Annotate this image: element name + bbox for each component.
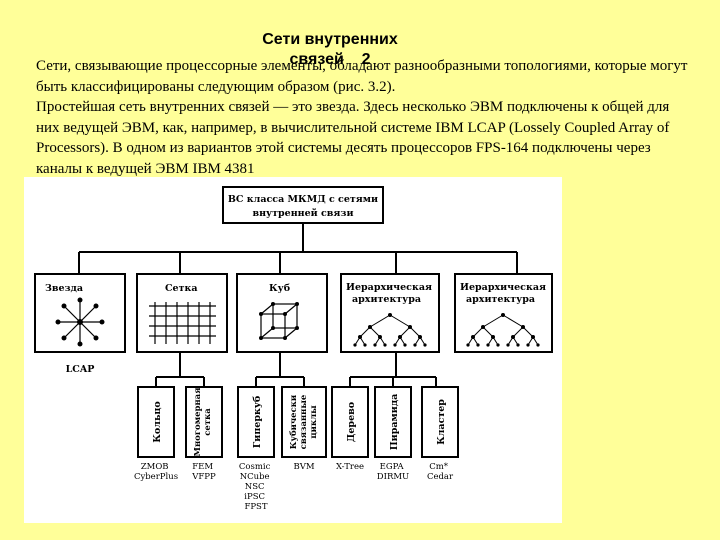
paragraph-2: Простейшая сеть внутренних связей — это … (36, 99, 670, 177)
subtype-label-hypercube: Гиперкуб (252, 396, 263, 449)
root-label-1: ВС класса МКМД с сетями (228, 194, 378, 205)
root-label-2: внутренней связи (252, 208, 353, 219)
subtype-label-tree: Дерево (346, 402, 357, 442)
system-list-hypercube: Cosmic NCube NSC iPSC FPST (239, 462, 273, 512)
mesh-topology-icon (149, 302, 216, 344)
star-topology-icon (55, 297, 105, 347)
subtype-box-hypercube (237, 386, 275, 458)
hierarchy-tree-icon (466, 313, 540, 347)
hierarchy-tree-icon (353, 313, 427, 347)
category-label-grid: Сетка (165, 283, 198, 294)
subtype-box-mesh (185, 386, 223, 458)
star-system-label: LCAP (66, 364, 95, 375)
system-list-cluster: Cm* Cedar (427, 462, 454, 482)
system-list-pyramid: EGPA DIRMU (377, 462, 409, 482)
system-list-ccc: BVM (293, 462, 314, 472)
subtype-label-ring: Кольцо (152, 401, 163, 442)
classification-diagram: ВС класса МКМД с сетями внутренней связи… (24, 177, 562, 523)
title-line-2: связей 2 (289, 51, 371, 68)
subtype-box-pyramid (374, 386, 412, 458)
paragraph-1: Сети, связывающие процессорные элементы,… (36, 58, 688, 95)
title-line-1: Сети внутренних (262, 31, 398, 48)
body-text: Сети, связывающие процессорные элементы,… (36, 56, 696, 179)
system-list-tree: X-Tree (336, 462, 364, 472)
subtype-label-cluster: Кластер (436, 399, 447, 445)
subtype-label-ccc: Кубическисвязанныециклы (288, 394, 319, 449)
root-box (222, 186, 384, 224)
subtype-box-tree (331, 386, 369, 458)
category-label-cube: Куб (269, 283, 290, 294)
system-list-ring: ZMOB CyberPlus (134, 462, 178, 482)
category-box-grid (136, 273, 228, 353)
subtype-box-ccc (281, 386, 327, 458)
subtype-label-pyramid: Пирамида (389, 394, 400, 451)
category-box-cube (236, 273, 328, 353)
category-label-hier1-line1: Иерархическая (346, 282, 432, 293)
subtype-box-ring (137, 386, 175, 458)
category-label-star: Звезда (45, 283, 83, 294)
subtype-box-cluster (421, 386, 459, 458)
cube-topology-icon (259, 302, 299, 340)
subtype-label-mesh-line1: Многомернаясетка (193, 388, 213, 457)
category-label-hier1-line2: архитектура (352, 294, 421, 305)
category-label-hier2-line1: Иерархическая (460, 282, 546, 293)
category-label-hier2-line2: архитектура (466, 294, 535, 305)
system-list-mesh: FEM VFPP (191, 462, 216, 482)
slide-title: Сети внутренних связей 2 (230, 30, 430, 70)
